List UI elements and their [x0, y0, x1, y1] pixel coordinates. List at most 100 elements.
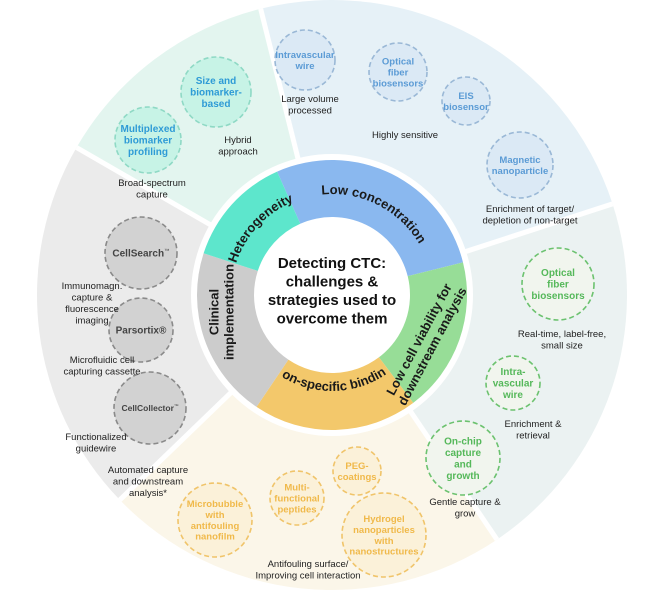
strategy-note: Real-time, label-free,small size — [518, 329, 606, 352]
strategy-note-line: Microfluidic cell — [70, 355, 134, 366]
challenge-segment-low-concentration — [277, 159, 463, 277]
strategy-note-line: capture & — [72, 293, 113, 304]
strategy-bubble-label: nanofilm — [195, 532, 235, 543]
strategy-bubble-label: profiling — [128, 147, 168, 158]
strategy-note: Enrichment of target/depletion of non-ta… — [482, 204, 577, 227]
strategy-note-line: approach — [218, 147, 258, 158]
strategy-note: Gentle capture &grow — [429, 497, 501, 520]
strategy-bubble-circle — [332, 446, 382, 496]
challenge-label-clinical-line: Clinical — [207, 289, 222, 335]
strategy-bubble-label: nanostructures — [349, 547, 418, 558]
strategy-bubble-label: Multiplexed — [120, 124, 175, 135]
center-title-line: Detecting CTC: — [278, 255, 386, 272]
strategy-bubble-label: coatings — [337, 472, 376, 483]
strategy-bubble-label: based — [202, 99, 231, 110]
strategy-bubble: CellSearch™ — [104, 216, 178, 290]
strategy-bubble-circle — [104, 216, 178, 290]
strategy-bubble-circle — [368, 42, 428, 102]
strategy-note-line: Enrichment of target/ — [486, 204, 575, 215]
challenge-segment-non-specific — [256, 357, 414, 430]
strategy-bubble: PEG-coatings — [332, 446, 382, 496]
sector-divider — [75, 145, 217, 230]
strategy-bubble-label: growth — [446, 471, 479, 482]
strategy-bubble-label: Hydrogel — [363, 514, 404, 525]
strategy-bubble-label: Optical — [541, 268, 575, 279]
strategy-note-line: capturing cassette — [63, 367, 140, 378]
strategy-bubble-label: Intravascular — [275, 50, 334, 61]
strategy-bubble-label: Microbubble — [187, 499, 243, 510]
strategy-bubble-label: Magnetic — [499, 155, 540, 166]
challenge-segment-clinical — [197, 253, 289, 407]
strategy-bubble-circle — [269, 470, 325, 526]
strategy-note-line: and downstream — [113, 477, 183, 488]
strategy-bubble-label: EIS — [458, 91, 473, 102]
strategy-bubble-circle — [113, 371, 187, 445]
challenge-label-clinical-line: implementation — [222, 264, 237, 360]
center-title-line: overcome them — [277, 311, 388, 328]
strategy-bubble-circle — [108, 297, 174, 363]
strategy-bubble-label: functional — [274, 493, 319, 504]
strategy-bubble-label: biomarker — [124, 136, 172, 147]
challenge-segment-low-viability — [378, 262, 467, 403]
strategy-bubble-label: nanoparticles — [353, 525, 415, 536]
strategy-bubble-circle — [486, 131, 554, 199]
strategy-note-line: imaging — [75, 316, 108, 327]
strategy-note-line: capture — [136, 190, 168, 201]
strategy-bubble-label: wire — [294, 61, 314, 72]
strategy-note-line: processed — [288, 106, 332, 117]
strategy-note-line: Real-time, label-free, — [518, 329, 606, 340]
strategy-note-line: Hybrid — [224, 135, 251, 146]
strategy-bubble: CellCollector™ — [113, 371, 187, 445]
strategy-bubble-label: PEG- — [345, 461, 368, 472]
strategy-bubble-label: fiber — [547, 280, 569, 291]
strategy-note-line: Functionalized — [65, 432, 126, 443]
strategy-note-line: Automated capture — [108, 465, 188, 476]
center-title-line: challenges & — [286, 274, 379, 291]
strategy-note-line: Large volume — [281, 94, 339, 105]
strategy-bubble-label: Intra- — [501, 367, 526, 378]
strategy-bubble-label: with — [205, 510, 225, 521]
strategy-note: Antifouling surface/Improving cell inter… — [255, 559, 360, 582]
strategy-note-line: analysis* — [129, 488, 167, 499]
strategy-bubble-circle — [274, 29, 336, 91]
strategy-bubble-label: On-chip — [444, 436, 482, 447]
strategy-note-line: fluorescence — [65, 304, 119, 315]
strategy-bubble-circle — [114, 106, 182, 174]
strategy-note-line: Antifouling surface/ — [268, 559, 349, 570]
strategy-bubble-label: fiber — [388, 67, 409, 78]
strategy-bubble-label: peptides — [277, 504, 316, 515]
strategy-bubble-label: and — [454, 459, 472, 470]
strategy-note-line: Highly sensitive — [372, 130, 438, 141]
strategy-note-line: retrieval — [516, 431, 550, 442]
strategy-bubble-circle — [521, 247, 595, 321]
center-disk — [256, 219, 408, 371]
strategy-bubble-label: vascular — [493, 379, 534, 390]
challenge-segment-heterogeneity — [203, 171, 301, 271]
strategy-bubble-label: wire — [502, 390, 523, 401]
strategy-bubble-label: nanoparticle — [492, 166, 549, 177]
strategy-bubble-label: biosensor — [443, 102, 489, 113]
strategy-bubble-label: biosensors — [531, 291, 585, 302]
strategy-bubble-label: Optical — [382, 56, 414, 67]
strategy-bubble-label: with — [374, 536, 394, 547]
strategy-bubble-label: antifouling — [191, 521, 240, 532]
strategy-note-line: guidewire — [76, 444, 117, 455]
strategy-note: Highly sensitive — [372, 130, 438, 141]
strategy-bubble: Parsortix® — [108, 297, 174, 363]
